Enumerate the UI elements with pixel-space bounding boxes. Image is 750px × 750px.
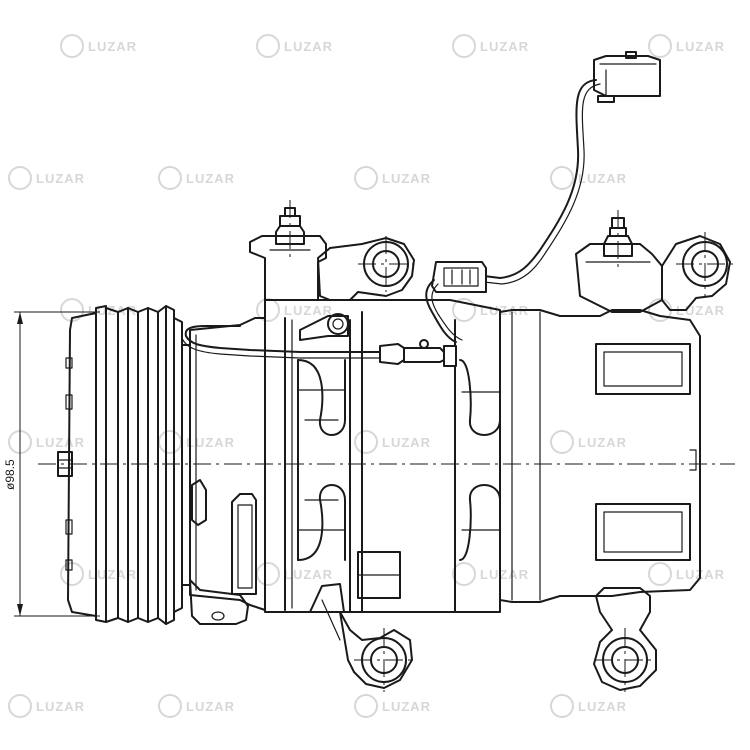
- watermark-text: LUZAR: [284, 303, 333, 318]
- watermark: LUZAR: [8, 694, 85, 718]
- rear-housing: [499, 217, 731, 691]
- watermark-logo-icon: [550, 694, 574, 718]
- diameter-dimension: ø98.5: [3, 311, 100, 617]
- watermark-logo-icon: [452, 34, 476, 58]
- watermark: LUZAR: [550, 694, 627, 718]
- watermark: LUZAR: [256, 562, 333, 586]
- watermark-layer: LUZAR LUZAR LUZAR LUZAR LUZAR LUZAR LUZAR LUZAR…: [8, 34, 725, 718]
- watermark-text: LUZAR: [88, 39, 137, 54]
- watermark-text: LUZAR: [578, 699, 627, 714]
- watermark-text: LUZAR: [88, 567, 137, 582]
- watermark-logo-icon: [8, 694, 32, 718]
- watermark-text: LUZAR: [186, 699, 235, 714]
- watermark-logo-icon: [550, 430, 574, 454]
- watermark: LUZAR: [158, 430, 235, 454]
- watermark-text: LUZAR: [480, 567, 529, 582]
- watermark-text: LUZAR: [578, 435, 627, 450]
- watermark: LUZAR: [550, 166, 627, 190]
- watermark: LUZAR: [354, 694, 431, 718]
- watermark-logo-icon: [158, 430, 182, 454]
- watermark: LUZAR: [158, 694, 235, 718]
- watermark-logo-icon: [550, 166, 574, 190]
- watermark: LUZAR: [60, 34, 137, 58]
- watermark: LUZAR: [550, 430, 627, 454]
- watermark-text: LUZAR: [284, 39, 333, 54]
- watermark-logo-icon: [256, 562, 280, 586]
- watermark: LUZAR: [354, 430, 431, 454]
- watermark-text: LUZAR: [480, 39, 529, 54]
- watermark-text: LUZAR: [186, 435, 235, 450]
- watermark-text: LUZAR: [186, 171, 235, 186]
- watermark-logo-icon: [158, 166, 182, 190]
- watermark: LUZAR: [648, 562, 724, 586]
- watermark-text: LUZAR: [36, 435, 85, 450]
- watermark-text: LUZAR: [284, 567, 333, 582]
- wiring-harness: [181, 51, 661, 367]
- watermark-text: LUZAR: [382, 435, 431, 450]
- watermark-logo-icon: [452, 298, 476, 322]
- watermark-logo-icon: [648, 562, 672, 586]
- watermark: LUZAR: [648, 34, 725, 58]
- middle-housing: [249, 207, 501, 689]
- pulley-clutch: [57, 305, 191, 625]
- watermark-logo-icon: [158, 694, 182, 718]
- watermark-logo-icon: [452, 562, 476, 586]
- watermark-text: LUZAR: [36, 171, 85, 186]
- watermark: LUZAR: [354, 166, 431, 190]
- watermark-logo-icon: [256, 34, 280, 58]
- watermark-text: LUZAR: [382, 699, 431, 714]
- watermark-logo-icon: [354, 430, 378, 454]
- watermark-logo-icon: [354, 694, 378, 718]
- watermark: LUZAR: [452, 562, 529, 586]
- watermark-logo-icon: [648, 34, 672, 58]
- watermark-text: LUZAR: [578, 171, 627, 186]
- watermark: LUZAR: [158, 166, 235, 190]
- watermark-logo-icon: [60, 34, 84, 58]
- center-lines: [38, 200, 735, 692]
- watermark: LUZAR: [8, 166, 85, 190]
- watermark: LUZAR: [256, 298, 333, 322]
- diameter-label: ø98.5: [3, 459, 17, 490]
- watermark: LUZAR: [452, 34, 529, 58]
- watermark-text: LUZAR: [676, 39, 725, 54]
- watermark: LUZAR: [256, 34, 333, 58]
- watermark-logo-icon: [354, 166, 378, 190]
- watermark-text: LUZAR: [382, 171, 431, 186]
- front-housing: [189, 317, 266, 625]
- watermark-text: LUZAR: [36, 699, 85, 714]
- watermark-logo-icon: [8, 166, 32, 190]
